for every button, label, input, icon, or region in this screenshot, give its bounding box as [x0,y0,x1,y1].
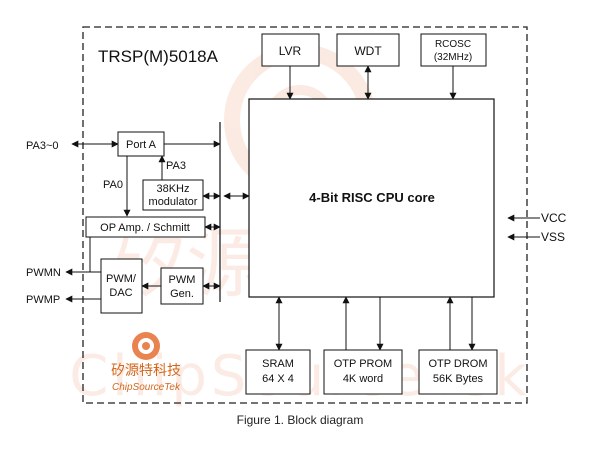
lvr-block: LVR [261,33,320,67]
pwm-dac-block: PWM/ DAC [100,258,143,314]
pwm-dac-label: PWM/ [106,273,137,285]
modulator-block: 38KHz modulator [142,179,204,211]
sram-label: SRAM [262,358,294,370]
pwmn-label: PWMN [26,267,61,279]
pwm-dac-label-2: DAC [109,287,132,299]
port-a-block: Port A [117,131,165,157]
pwm-gen-block: PWM Gen. [160,267,204,305]
logo-cn: 矽源特科技 [111,363,181,379]
pa0-label: PA0 [103,179,123,191]
otp-drom-size-label: 56K Bytes [433,373,484,385]
vcc-label: VCC [541,211,567,225]
logo-en: ChipSourceTek [112,382,181,393]
pwm-gen-label-2: Gen. [170,288,194,300]
pwm-gen-label: PWM [169,274,196,286]
figure-caption: Figure 1. Block diagram [236,413,364,427]
wdt-label: WDT [354,44,382,58]
wdt-block: WDT [336,33,400,67]
opamp-block: OP Amp. / Schmitt [85,216,206,238]
pa3-label: PA3 [166,160,186,172]
lvr-label: LVR [279,44,302,58]
otp-drom-label: OTP DROM [428,358,487,370]
port-a-label: Port A [126,139,157,151]
rcosc-label: RCOSC [435,39,471,50]
modulator-label: modulator [149,196,198,208]
chip-title: TRSP(M)5018A [98,47,219,66]
company-logo: 矽源特科技 ChipSourceTek [111,332,181,393]
otp-drom-block: OTP DROM 56K Bytes [418,349,498,395]
sram-block: SRAM 64 X 4 [245,349,311,395]
cpu-core-label: 4-Bit RISC CPU core [309,190,435,205]
cpu-core-block [248,98,495,298]
rcosc-block: RCOSC (32MHz) [420,33,487,67]
otp-prom-size-label: 4K word [343,373,383,385]
vss-label: VSS [541,230,565,244]
sram-size-label: 64 X 4 [262,373,294,385]
pa-bus-label: PA3~0 [26,140,59,152]
opamp-label: OP Amp. / Schmitt [100,222,190,234]
rcosc-freq-label: (32MHz) [434,52,472,63]
chip-boundary [82,26,528,404]
pwmp-label: PWMP [26,294,60,306]
otp-prom-block: OTP PROM 4K word [323,349,403,395]
otp-prom-label: OTP PROM [334,358,392,370]
modulator-freq-label: 38KHz [156,183,189,195]
